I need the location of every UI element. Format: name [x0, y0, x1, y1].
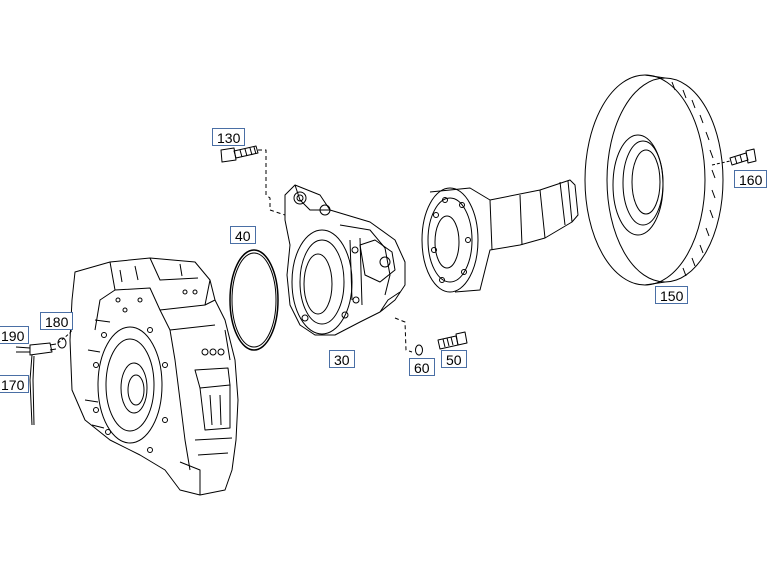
callout-170[interactable]: 170 — [0, 375, 30, 393]
washer-60 — [415, 344, 423, 356]
callout-40[interactable]: 40 — [230, 226, 256, 244]
axle-housing — [69, 257, 239, 496]
callout-60[interactable]: 60 — [409, 358, 435, 376]
callout-180[interactable]: 180 — [40, 312, 74, 330]
callout-50[interactable]: 50 — [441, 350, 467, 368]
bolt-50 — [437, 331, 468, 350]
bolt-130 — [220, 145, 286, 216]
bolt-160 — [711, 148, 757, 166]
wheel-hub — [421, 179, 579, 293]
callout-160[interactable]: 160 — [734, 170, 768, 188]
brake-carrier — [284, 184, 413, 353]
brake-disc — [584, 74, 724, 286]
callout-130[interactable]: 130 — [212, 128, 246, 146]
sensor-assembly — [15, 329, 73, 426]
o-ring — [229, 249, 279, 351]
callout-150[interactable]: 150 — [655, 286, 689, 304]
callout-30[interactable]: 30 — [329, 350, 355, 368]
callout-190[interactable]: 190 — [0, 326, 30, 344]
